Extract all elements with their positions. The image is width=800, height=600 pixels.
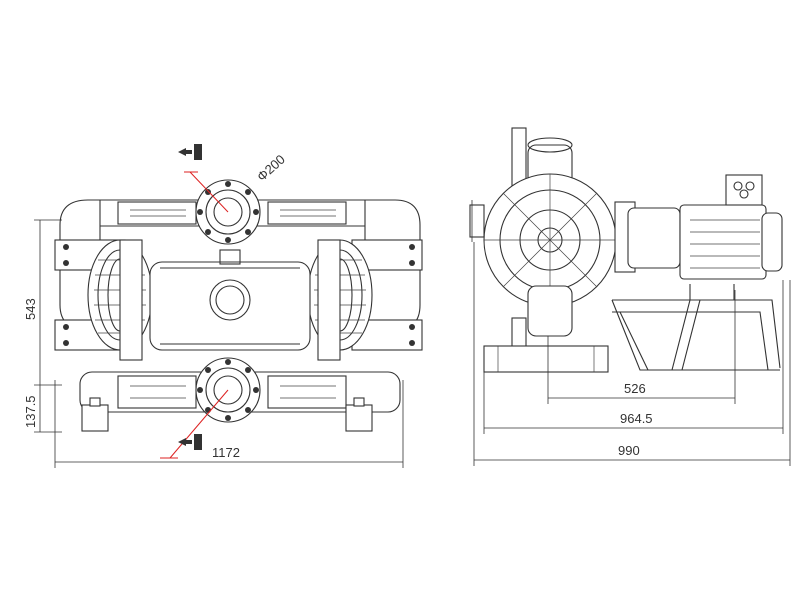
right-side-plate xyxy=(317,239,341,361)
side-990-label: 990 xyxy=(618,443,640,458)
upper-manifold-left-flange xyxy=(117,201,197,225)
flow-direction-in-icon xyxy=(178,434,202,450)
side-526-label: 526 xyxy=(624,381,646,396)
side-inlet-pipe xyxy=(527,285,573,337)
flange-diameter-label: Φ200 xyxy=(254,152,288,185)
inlet-flow-arrow xyxy=(169,389,229,459)
side-9645-label: 964.5 xyxy=(620,411,653,426)
side-coupling xyxy=(469,204,485,238)
front-width-label: 1172 xyxy=(212,445,240,460)
front-view: Φ200 543 137.5 1172 xyxy=(23,144,423,468)
gearbox xyxy=(627,207,681,269)
side-top-bracket xyxy=(511,127,527,187)
recycle-icon xyxy=(733,181,755,199)
front-base-label: 137.5 xyxy=(23,395,38,428)
front-height-label: 543 xyxy=(23,298,38,320)
lower-manifold-left-flange xyxy=(117,375,197,409)
flow-direction-out-icon xyxy=(178,144,202,160)
left-foot xyxy=(81,404,109,432)
left-side-plate xyxy=(119,239,143,361)
motor-fan-cover xyxy=(761,212,783,272)
outlet-flow-arrow xyxy=(189,171,229,213)
side-view: 526 964.5 990 xyxy=(469,127,791,466)
side-base xyxy=(483,345,609,373)
lower-manifold-right-flange xyxy=(267,375,347,409)
side-frame-top xyxy=(612,299,781,369)
upper-manifold-right-flange xyxy=(267,201,347,225)
right-foot xyxy=(345,404,373,432)
